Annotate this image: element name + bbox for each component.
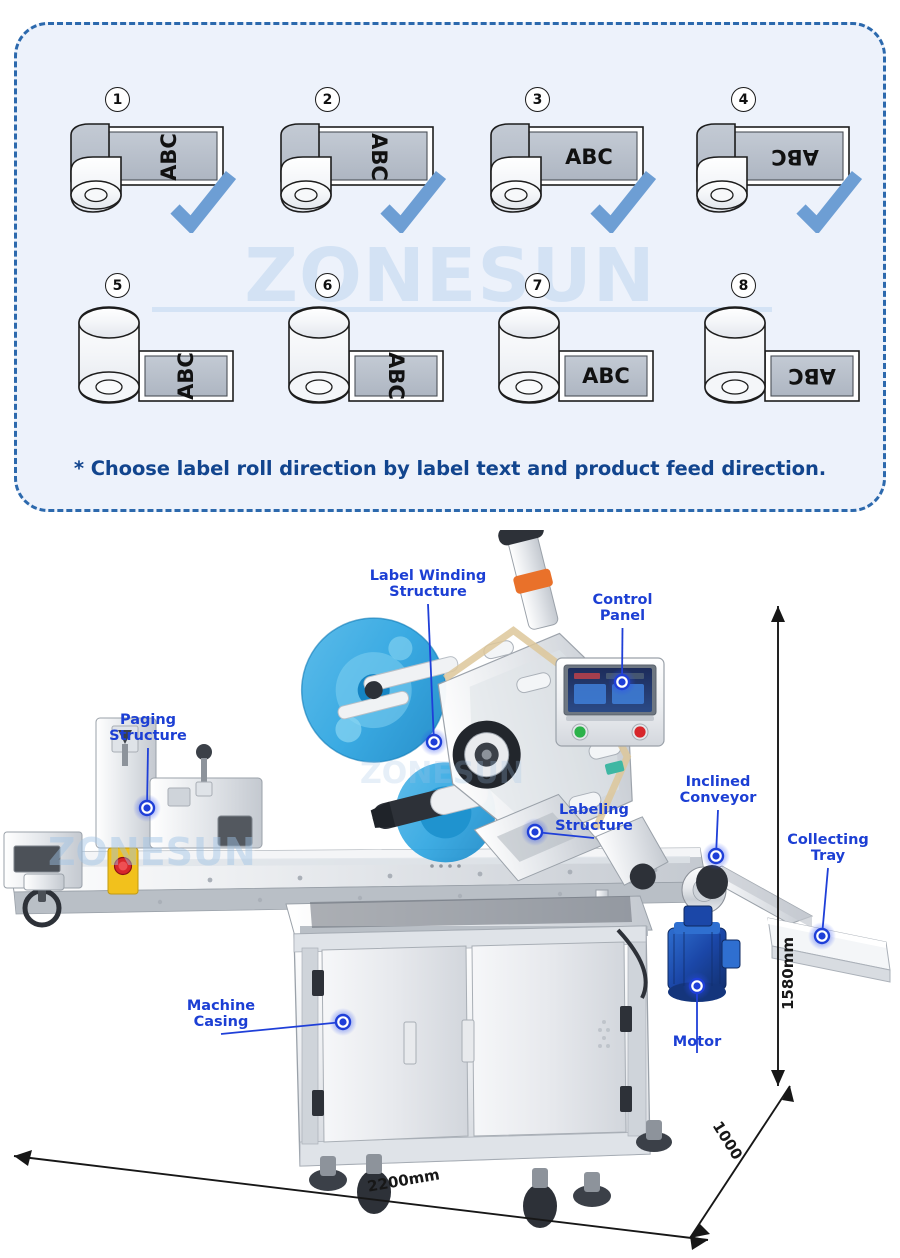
- callout-layer: [133, 603, 836, 1053]
- callout-marker-dot[interactable]: [430, 738, 438, 746]
- callout-marker-dot[interactable]: [818, 932, 826, 940]
- callout-label-collecting-tray: Collecting Tray: [787, 832, 869, 865]
- option-number-badge: 3: [525, 87, 550, 112]
- option-number-badge: 7: [525, 273, 550, 298]
- option-number-badge: 6: [315, 273, 340, 298]
- option-number-badge: 8: [731, 273, 756, 298]
- option-number-badge: 1: [105, 87, 130, 112]
- watermark-underline: [152, 307, 772, 312]
- callout-label-labeling-structure: Labeling Structure: [555, 802, 633, 835]
- callout-label-control-panel: Control Panel: [592, 592, 653, 625]
- callout-marker-dot[interactable]: [693, 982, 701, 990]
- callout-leader-line: [220, 1021, 344, 1035]
- label-abc-text: ABC: [788, 364, 836, 388]
- option-number-badge: 2: [315, 87, 340, 112]
- callout-label-label-winding-structure: Label Winding Structure: [369, 568, 487, 601]
- callout-label-motor: Motor: [672, 1034, 722, 1050]
- checkmark-icon: [380, 170, 447, 235]
- label-abc-text: ABC: [582, 364, 630, 388]
- label-roll-illustration: ABC: [483, 299, 688, 419]
- paging-structure-art: [3, 717, 263, 928]
- checkmark-icon: [796, 170, 863, 235]
- panel-caption: * Choose label roll direction by label t…: [73, 457, 827, 480]
- dimension-arrows: [13, 606, 794, 1250]
- label-abc-text: ABC: [174, 352, 198, 400]
- callout-label-inclined-conveyor: Inclined Conveyor: [679, 774, 757, 807]
- callout-marker-dot[interactable]: [531, 828, 539, 836]
- option-number-badge: 4: [731, 87, 756, 112]
- callout-marker-dot[interactable]: [339, 1018, 347, 1026]
- label-roll-illustration: ABC: [483, 113, 688, 235]
- machine-casing-art: [285, 895, 672, 1228]
- callout-leader-line: [427, 603, 435, 743]
- label-abc-text: ABC: [384, 352, 408, 400]
- callout-label-paging-structure: Paging Structure: [109, 712, 187, 745]
- depth-dim-line: [689, 1085, 791, 1239]
- callout-marker-dot[interactable]: [143, 804, 151, 812]
- label-roll-illustration: ABC: [273, 113, 478, 235]
- label-abc-text: ABC: [771, 145, 819, 169]
- label-abc-text: ABC: [565, 145, 613, 169]
- label-abc-text: ABC: [157, 133, 181, 181]
- label-roll-illustration: ABC: [273, 299, 478, 419]
- inclined-conveyor-art: [696, 865, 814, 928]
- label-reel-large: [300, 617, 459, 763]
- callout-label-machine-casing: Machine Casing: [186, 998, 256, 1031]
- callout-marker-dot[interactable]: [618, 678, 626, 686]
- checkmark-icon: [170, 170, 237, 235]
- callout-marker-dot[interactable]: [712, 852, 720, 860]
- checkmark-icon: [590, 170, 657, 235]
- dimension-height: 1580mm: [779, 936, 797, 1010]
- label-roll-illustration: ABC: [63, 113, 268, 235]
- motor-art: [667, 905, 741, 1002]
- label-roll-illustration: ABC: [63, 299, 268, 419]
- casters: [309, 1120, 672, 1228]
- label-roll-illustration: ABC: [689, 299, 894, 419]
- label-abc-text: ABC: [367, 133, 391, 181]
- machine-illustration: [3, 530, 891, 1250]
- option-number-badge: 5: [105, 273, 130, 298]
- width-dim-line: [13, 1155, 709, 1241]
- label-roll-illustration: ABC: [689, 113, 894, 235]
